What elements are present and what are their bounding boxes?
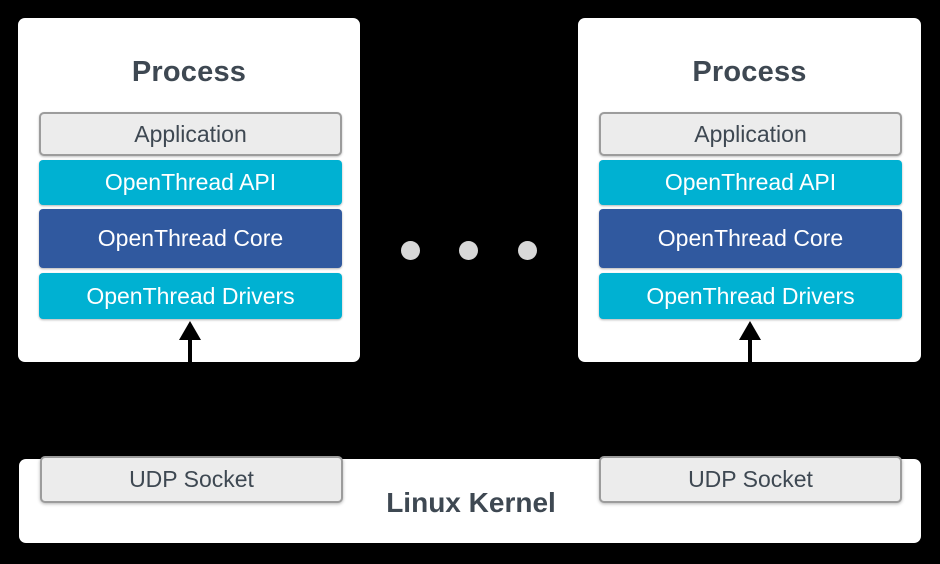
- process-card-left: Process Application OpenThread API OpenT…: [18, 18, 360, 362]
- layer-openthread-api: OpenThread API: [39, 160, 342, 205]
- arrow-head-icon: [739, 321, 761, 340]
- arrow-shaft: [188, 340, 192, 456]
- layer-openthread-drivers: OpenThread Drivers: [599, 273, 902, 319]
- process-card-right: Process Application OpenThread API OpenT…: [578, 18, 921, 362]
- ellipsis-dot: [401, 241, 420, 260]
- layer-openthread-core: OpenThread Core: [39, 209, 342, 268]
- layer-openthread-core: OpenThread Core: [599, 209, 902, 268]
- layer-label: OpenThread Drivers: [646, 282, 855, 309]
- layer-application: Application: [599, 112, 902, 156]
- arrow-head-icon: [179, 321, 201, 340]
- process-title: Process: [131, 56, 247, 88]
- layer-stack-left: Application OpenThread API OpenThread Co…: [39, 112, 342, 319]
- layer-application: Application: [39, 112, 342, 156]
- layer-label: Application: [694, 120, 807, 147]
- layer-label: OpenThread API: [104, 169, 277, 195]
- linux-kernel-label: Linux Kernel: [386, 487, 556, 518]
- ellipsis-dot: [459, 241, 478, 260]
- process-title: Process: [692, 56, 807, 88]
- upward-arrow-right: [738, 321, 762, 458]
- ellipsis-icon: [401, 241, 537, 260]
- udp-socket-box-left: UDP Socket: [40, 456, 343, 503]
- layer-stack-right: Application OpenThread API OpenThread Co…: [599, 112, 902, 319]
- layer-label: OpenThread Core: [657, 225, 844, 251]
- udp-socket-label: UDP Socket: [688, 466, 813, 492]
- layer-label: Application: [134, 120, 247, 147]
- udp-socket-label: UDP Socket: [129, 466, 254, 492]
- layer-openthread-drivers: OpenThread Drivers: [39, 273, 342, 319]
- ellipsis-dot: [518, 241, 537, 260]
- layer-label: OpenThread Drivers: [86, 282, 295, 309]
- layer-label: OpenThread Core: [97, 225, 284, 251]
- upward-arrow-left: [178, 321, 202, 458]
- layer-openthread-api: OpenThread API: [599, 160, 902, 205]
- udp-socket-box-right: UDP Socket: [599, 456, 902, 503]
- arrow-shaft: [748, 340, 752, 456]
- layer-label: OpenThread API: [664, 169, 837, 195]
